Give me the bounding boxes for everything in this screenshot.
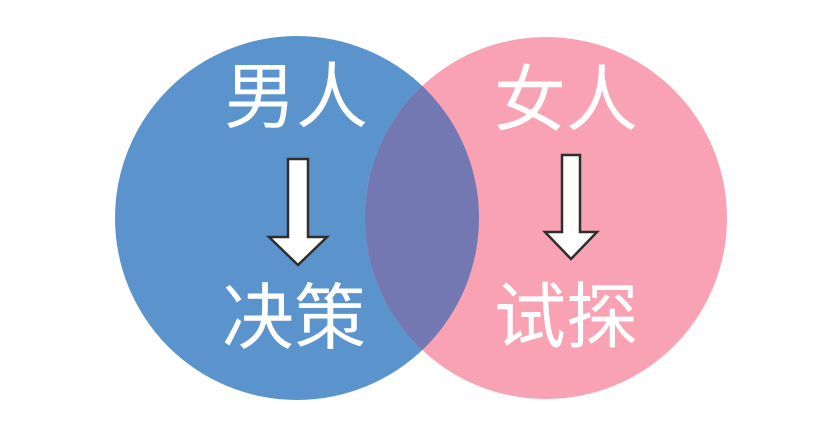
right-circle-result: 试探 <box>493 275 639 359</box>
right-circle-women <box>365 37 727 399</box>
left-circle-result: 决策 <box>221 276 367 360</box>
left-circle-title: 男人 <box>223 55 369 139</box>
down-arrow-icon <box>542 153 600 261</box>
right-circle-title: 女人 <box>493 58 639 142</box>
down-arrow-icon <box>265 157 331 267</box>
